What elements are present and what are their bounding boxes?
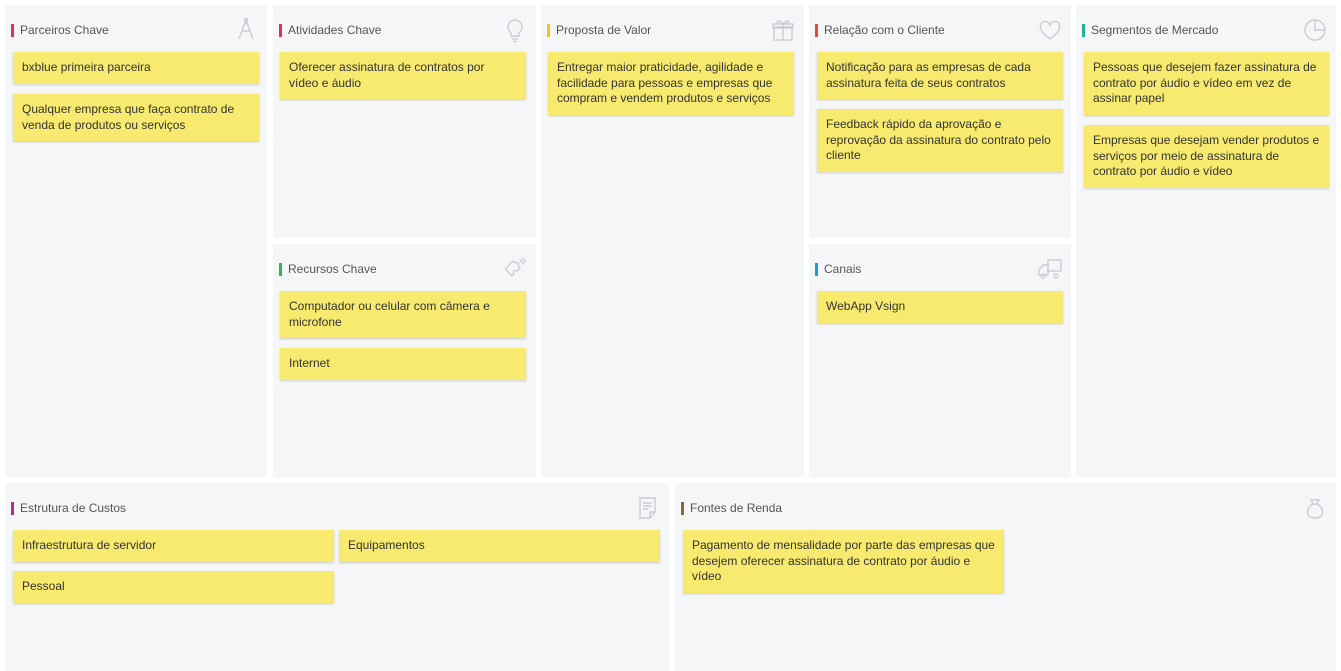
heart-icon [1037, 17, 1063, 43]
color-bar [1082, 23, 1085, 37]
panel-title: Segmentos de Mercado [1091, 23, 1219, 37]
sticky-note[interactable]: Pagamento de mensalidade por parte das e… [683, 530, 1004, 593]
sticky-note[interactable]: Feedback rápido da aprovação e reprovaçã… [817, 109, 1063, 172]
color-bar [815, 262, 818, 276]
sticky-note[interactable]: Pessoal [13, 571, 334, 603]
sticky-note[interactable]: Qualquer empresa que faça contrato de ve… [13, 94, 259, 141]
panel-title: Canais [824, 262, 862, 276]
sticky-note[interactable]: Oferecer assinatura de contratos por víd… [280, 52, 526, 99]
panel-title: Proposta de Valor [556, 23, 652, 37]
sticky-note[interactable]: Infraestrutura de servidor [13, 530, 334, 562]
puzzle-icon [502, 256, 528, 282]
color-bar [11, 501, 14, 515]
panel-title: Atividades Chave [288, 23, 382, 37]
sticky-note[interactable]: Internet [280, 348, 526, 380]
sticky-note[interactable]: WebApp Vsign [817, 291, 1063, 323]
panel-title: Recursos Chave [288, 262, 377, 276]
sticky-note[interactable]: Equipamentos [339, 530, 660, 562]
sticky-note[interactable]: Entregar maior praticidade, agilidade e … [548, 52, 794, 115]
sticky-note[interactable]: Computador ou celular com câmera e micro… [280, 291, 526, 338]
panel-title: Fontes de Renda [690, 501, 783, 515]
panel-title: Estrutura de Custos [20, 501, 127, 515]
color-bar [279, 23, 282, 37]
sticky-note[interactable]: Notificação para as empresas de cada ass… [817, 52, 1063, 99]
color-bar [815, 23, 818, 37]
sticky-note[interactable]: Empresas que desejam vender produtos e s… [1084, 125, 1329, 188]
panel-atividades-chave: Atividades Chave Oferecer assinatura de … [273, 5, 536, 238]
panel-title: Parceiros Chave [20, 23, 109, 37]
partners-icon [233, 17, 259, 43]
truck-icon [1037, 256, 1063, 282]
panel-relacao-com-o-cliente: Relação com o Cliente Notificação para a… [809, 5, 1071, 238]
color-bar [547, 23, 550, 37]
panel-recursos-chave: Recursos Chave Computador ou celular com… [273, 244, 536, 477]
panel-segmentos-de-mercado: Segmentos de Mercado Pessoas que desejem… [1076, 5, 1336, 477]
panel-canais: Canais WebApp Vsign [809, 244, 1071, 477]
panel-proposta-de-valor: Proposta de Valor Entregar maior pratici… [541, 5, 804, 477]
money-bag-icon [1302, 495, 1328, 521]
color-bar [11, 23, 14, 37]
sticky-note[interactable]: Pessoas que desejem fazer assinatura de … [1084, 52, 1329, 115]
color-bar [279, 262, 282, 276]
panel-parceiros-chave: Parceiros Chave bxblue primeira parceira… [5, 5, 267, 477]
panel-estrutura-de-custos: Estrutura de Custos Infraestrutura de se… [5, 483, 669, 671]
document-icon [635, 495, 661, 521]
sticky-note[interactable]: bxblue primeira parceira [13, 52, 259, 84]
lightbulb-icon [502, 17, 528, 43]
panel-fontes-de-renda: Fontes de Renda Pagamento de mensalidade… [675, 483, 1336, 671]
gift-icon [770, 17, 796, 43]
pie-chart-icon [1302, 17, 1328, 43]
panel-title: Relação com o Cliente [824, 23, 945, 37]
color-bar [681, 501, 684, 515]
